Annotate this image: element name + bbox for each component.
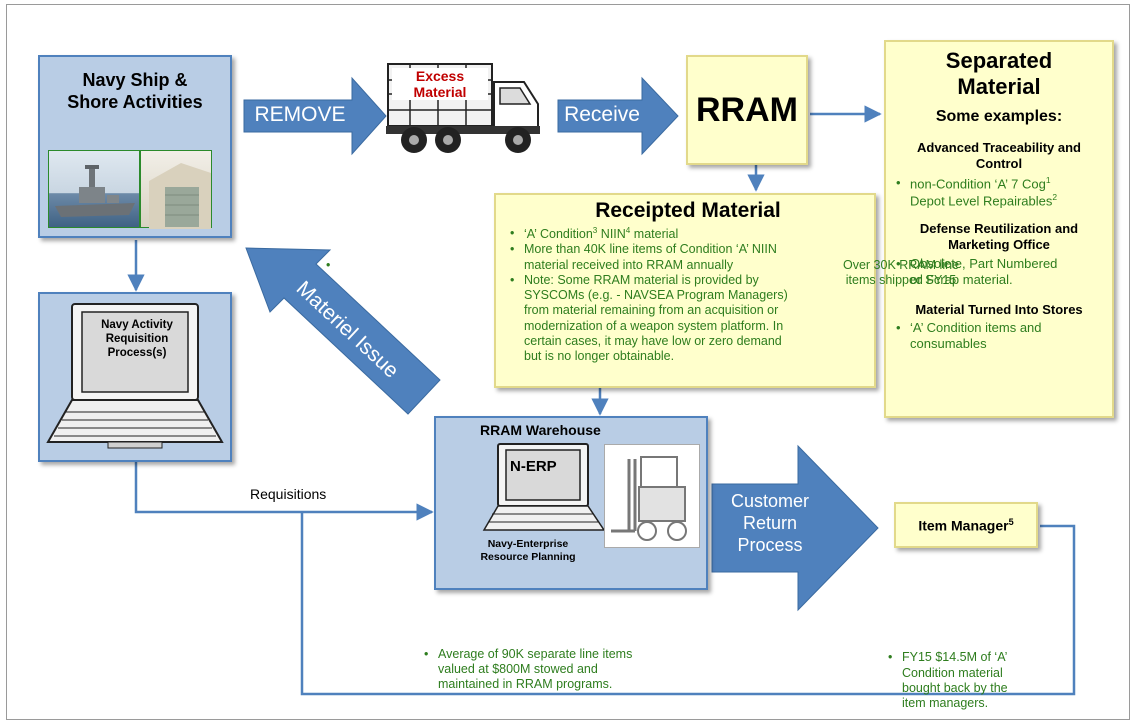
section-heading-traceability: Advanced Traceability and Control (916, 140, 1081, 171)
receipted-material-title: Receipted Material (595, 199, 781, 222)
item-manager-note: FY15 $14.5M of ‘A’ Condition material bo… (888, 650, 1136, 711)
item-manager-box: Item Manager5 (894, 502, 1038, 548)
laptop-left-icon (46, 302, 224, 456)
rram-warehouse-box: RRAM Warehouse N-ERP Navy-Enterprise Res… (434, 416, 708, 590)
receipted-bullet-1: ‘A’ Condition3 NIIN4 material (510, 226, 866, 242)
warehouse-building-photo (140, 150, 212, 229)
requisitions-label: Requisitions (250, 486, 327, 502)
customer-return-label: Customer Return Process (730, 491, 810, 555)
truck-label: Excess Material (392, 68, 488, 100)
remove-arrow-shape (243, 76, 387, 156)
navy-activities-title: Navy Ship & Shore Activities (67, 70, 203, 112)
laptop-left-box: Navy Activity Requisition Process(s) (38, 292, 232, 462)
laptop-left-text: Navy Activity Requisition Process(s) (101, 319, 173, 359)
nerp-caption: Navy-Enterprise Resource Planning (480, 538, 576, 563)
section-heading-stores: Material Turned Into Stores (915, 302, 1083, 318)
customer-return-arrow-shape (711, 444, 879, 612)
separated-material-subtitle: Some examples: (935, 108, 1063, 125)
materiel-issue-arrow-shape (245, 247, 441, 415)
separated-material-box: Separated Material Some examples: Advanc… (884, 40, 1114, 418)
ship-photo (48, 150, 140, 228)
receive-arrow-shape (557, 76, 679, 156)
bullet-traceability: non-Condition ‘A’ 7 Cog1 Depot Level Rep… (896, 175, 1102, 209)
section-heading-drmo: Defense Reutilization and Marketing Offi… (919, 221, 1079, 253)
navy-activities-box: Navy Ship & Shore Activities (38, 55, 232, 238)
rram-label: RRAM (696, 90, 798, 129)
separated-material-title: Separated Material (945, 48, 1053, 99)
remove-arrow-label: REMOVE (254, 103, 346, 126)
nerp-laptop-icon (482, 442, 606, 534)
rram-box: RRAM (686, 55, 808, 165)
shipped-note: Over 30K RRAM line items shipped FY15 (326, 258, 1136, 289)
receipted-material-box: Receipted Material ‘A’ Condition3 NIIN4 … (494, 193, 876, 388)
rram-warehouse-title: RRAM Warehouse (480, 422, 601, 438)
warehouse-note: Average of 90K separate line items value… (424, 647, 1136, 693)
bullet-stores: ‘A’ Condition items and consumables (896, 320, 1102, 352)
requisitions-line (134, 460, 434, 521)
receive-arrow-label: Receive (564, 103, 640, 126)
nerp-screen-label: N-ERP (510, 458, 557, 475)
forklift-photo (604, 444, 700, 548)
item-manager-label: Item Manager5 (918, 516, 1014, 534)
